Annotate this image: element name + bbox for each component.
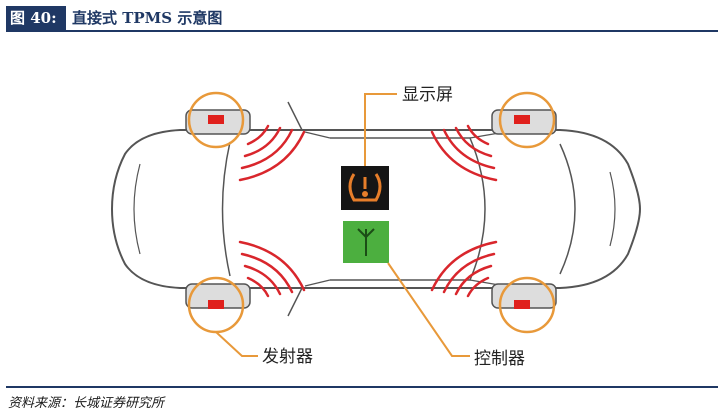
figure-header: 图 40: 直接式 TPMS 示意图 [0,0,718,34]
header-rule [6,30,718,32]
tire-pressure-warning-icon [348,173,382,202]
leader-lines [215,93,470,357]
sensor-rear-left [208,300,224,309]
controller-label: 控制器 [474,349,525,369]
antenna-icon [357,228,375,256]
figure-title: 直接式 TPMS 示意图 [72,9,223,27]
sensor-highlight-circles [187,91,556,334]
sensor-front-left [208,115,224,124]
signal-waves [238,124,498,298]
transmitter-label: 发射器 [262,347,313,367]
sensor-rear-right [514,300,530,309]
footer-rule [6,386,718,388]
sensors [208,115,530,309]
sensor-front-right [514,115,530,124]
display-unit [341,166,389,210]
tires [185,109,557,309]
figure-number: 图 40: [6,6,66,30]
tpms-diagram: 显示屏 发射器 控制器 [110,85,642,369]
display-label: 显示屏 [402,85,453,105]
source-note: 资料来源：长城证券研究所 [8,396,165,411]
controller-unit [343,221,389,263]
